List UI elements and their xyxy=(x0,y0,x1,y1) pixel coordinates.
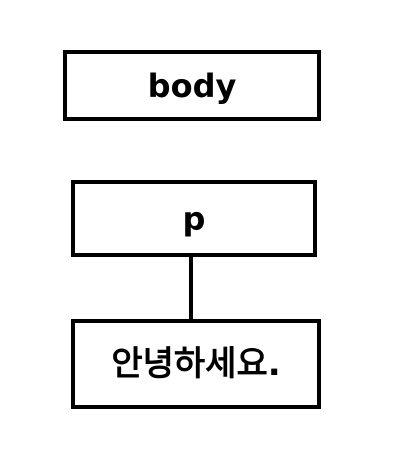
body-node: body xyxy=(63,50,321,121)
body-node-label: body xyxy=(147,66,237,105)
p-node-label: p xyxy=(182,199,206,238)
p-node: p xyxy=(71,180,317,257)
p-to-text-connector xyxy=(189,257,193,319)
text-node-label: 안녕하세요. xyxy=(111,344,281,384)
text-node: 안녕하세요. xyxy=(71,319,321,409)
